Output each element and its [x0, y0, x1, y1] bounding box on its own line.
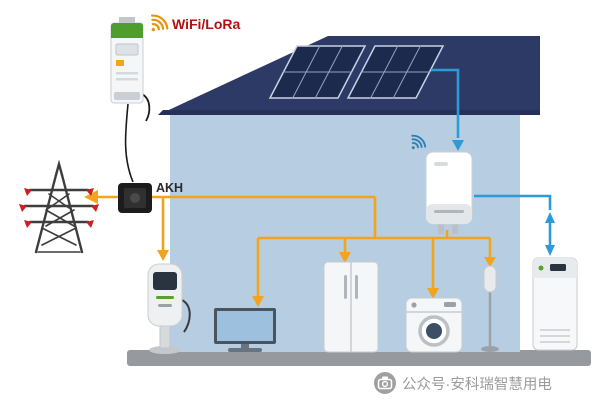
arrow-battery-down	[545, 245, 555, 256]
power-lines-orange	[97, 195, 492, 296]
battery-led	[538, 265, 544, 271]
arrow-to-washer	[427, 288, 439, 299]
line-inverter-to-battery	[474, 194, 552, 210]
ev-charger	[147, 263, 191, 354]
floor-lamp	[481, 265, 499, 352]
pv-inverter	[425, 151, 473, 234]
ct-label: AKH	[156, 181, 183, 195]
ev-slot	[158, 304, 172, 307]
tower-right-leg	[60, 173, 84, 254]
washer-knob	[411, 302, 417, 308]
wireless-energy-meter	[110, 17, 151, 183]
tv	[214, 308, 276, 352]
official-account-icon-lens	[381, 380, 389, 388]
fridge-handle-left	[344, 275, 347, 299]
arrow-to-tv	[252, 296, 264, 307]
tower-peak	[54, 159, 64, 177]
tv-stand	[228, 348, 262, 352]
official-account-icon-flash	[382, 376, 388, 380]
pv-lines-blue	[431, 68, 552, 245]
meter-display	[115, 43, 139, 56]
inverter-vent	[434, 210, 464, 213]
lamp-shade	[483, 265, 497, 293]
solar-panels	[268, 45, 445, 99]
grid-flow-arrows	[19, 188, 99, 228]
watermark-text: 公众号·安科瑞智慧用电	[402, 376, 552, 393]
meter-line1	[116, 72, 138, 75]
wifi-lora-icon	[150, 14, 169, 32]
ev-screen	[153, 272, 177, 290]
tv-neck	[241, 344, 249, 349]
pv-arrows-blue	[452, 140, 555, 256]
ct-window	[130, 193, 140, 203]
meter-green-cap	[111, 23, 143, 38]
meter-terminals	[114, 92, 140, 100]
transmission-tower	[23, 159, 95, 254]
inverter-pipe1	[438, 222, 444, 234]
battery-display	[550, 264, 566, 271]
arrow-to-grid	[84, 190, 98, 204]
lamp-base	[481, 346, 499, 352]
watermark: 公众号·安科瑞智慧用电	[374, 372, 552, 394]
meter-indicator	[116, 60, 124, 66]
washer-display	[444, 302, 456, 307]
tower-lattice	[37, 193, 81, 253]
solar-panel-right-grid	[361, 45, 430, 99]
washer-door-glass	[426, 323, 442, 339]
tower-left-leg	[34, 173, 58, 254]
washing-machine	[405, 297, 463, 353]
arrow-battery-up	[545, 212, 555, 223]
meter-din-clip	[119, 17, 135, 25]
inverter-pipe2	[452, 222, 458, 234]
official-account-icon	[374, 372, 396, 394]
ev-cable	[181, 299, 191, 333]
solar-panel-left-grid	[283, 45, 352, 99]
fridge-handle-right	[355, 275, 358, 299]
ev-base	[149, 346, 181, 354]
arrow-to-ev	[157, 250, 169, 261]
roof-edge	[158, 110, 540, 115]
tv-screen	[217, 311, 273, 341]
ev-indicator	[156, 296, 174, 299]
ground	[127, 350, 591, 366]
meter-antenna	[141, 93, 151, 122]
arrow-to-inverter	[452, 140, 464, 151]
current-transformer-akh	[118, 183, 152, 213]
inverter-slot	[434, 162, 448, 166]
inverter-base-band	[426, 204, 472, 224]
meter-line2	[116, 78, 138, 81]
arrow-to-lamp	[484, 257, 496, 267]
line-pv-to-inverter	[431, 68, 460, 138]
arrow-to-fridge	[339, 252, 351, 263]
refrigerator	[323, 261, 379, 353]
power-arrows-orange	[84, 190, 496, 307]
battery-storage	[532, 257, 578, 351]
meter-ct-wire	[124, 103, 134, 183]
wifi-lora-label: WiFi/LoRa	[172, 16, 241, 32]
inverter-wifi-icon	[411, 134, 427, 150]
